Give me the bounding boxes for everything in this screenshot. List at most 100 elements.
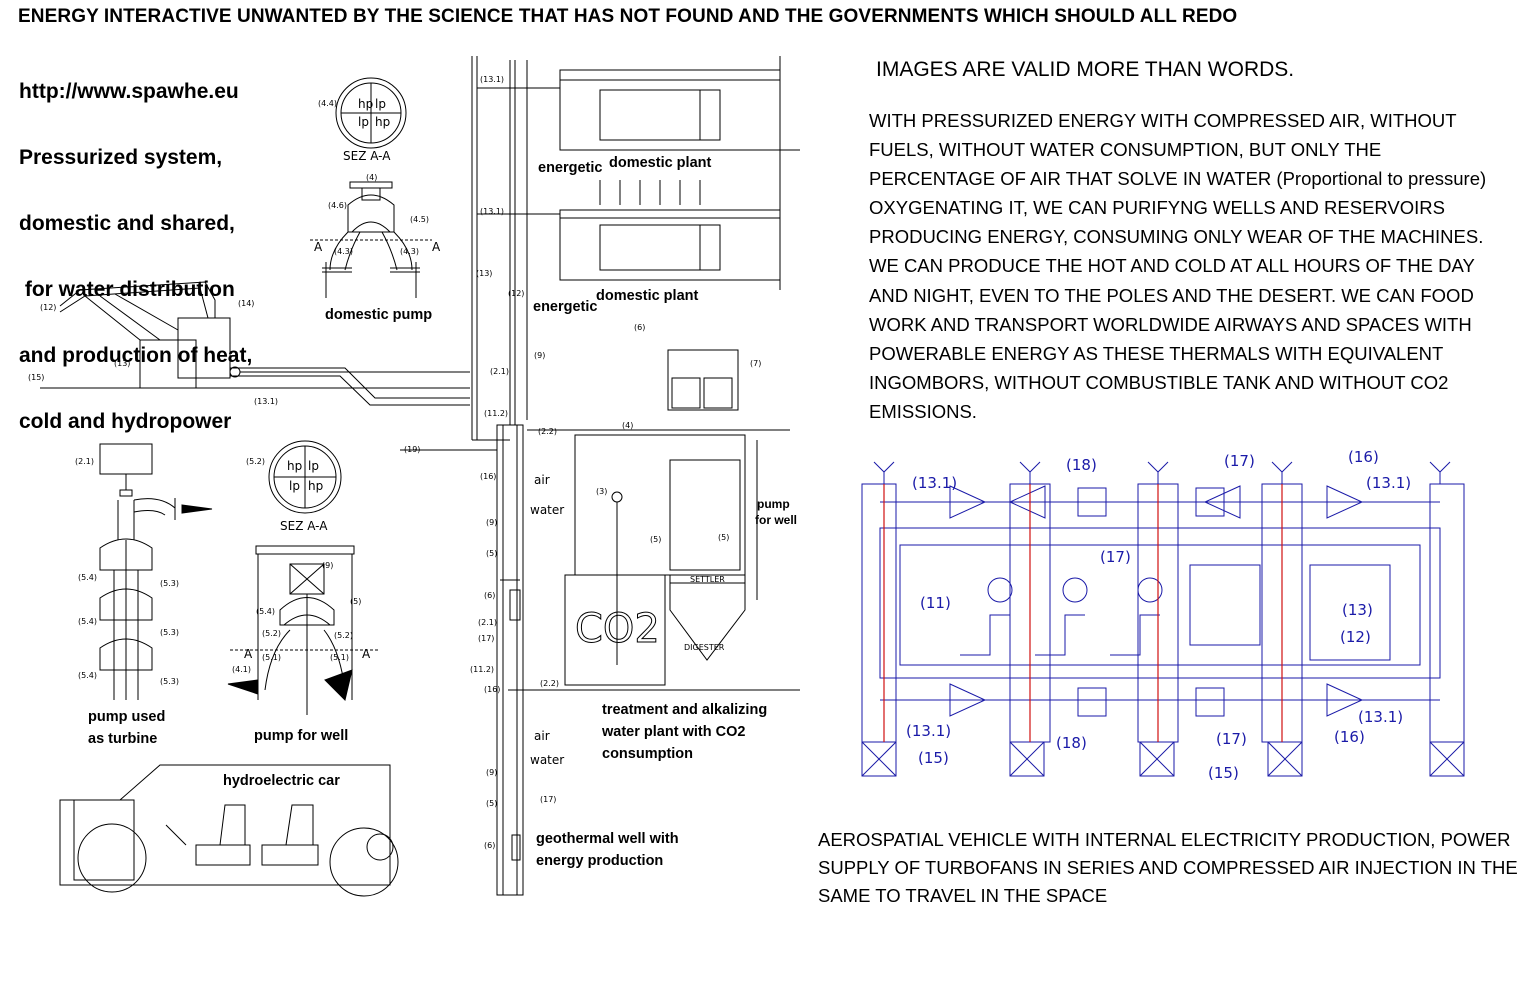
tag: air [534,729,550,743]
tag: (5.3) [160,677,179,686]
tag: (5.2) [246,457,265,466]
label-treatment-3: consumption [602,746,694,762]
tag: (12) [1340,628,1371,646]
tag: (16) [484,685,500,694]
tag: (3) [596,487,607,496]
tag: (9) [322,561,333,570]
tag: (4.3) [400,247,419,256]
hydroelectric-car-drawing [59,764,399,897]
label-domestic-plant-2: domestic plant [596,288,699,304]
tag: (2.1) [478,618,497,627]
treatment-plant-drawing [564,349,758,686]
label-pump-for-well: pump for well [254,728,349,744]
tag: air [534,473,550,487]
tag: A [314,240,323,254]
tag: (13.1) [912,474,957,492]
label-pump-turbine-1: pump used [88,709,166,725]
tag: lp [308,459,319,473]
tag: (4.1) [232,665,251,674]
tag: (4) [622,421,633,430]
tag: hp [375,115,390,129]
geothermal-well-drawing [400,56,800,896]
tag: (5.3) [160,628,179,637]
website-url: http://www.spawhe.eu [19,80,239,103]
tag: (13.1) [254,397,278,406]
tag: SETTLER [690,575,725,584]
tag: (9) [534,351,545,360]
co2-outline-text: CO2 [575,606,660,652]
pump-for-well-drawing [227,545,380,715]
heat-unit-drawing [40,281,470,406]
tag: (17) [1100,548,1131,566]
tag: (16) [480,472,496,481]
tag: water [530,753,564,767]
section-aa-top [335,77,407,149]
tag: (12) [40,303,56,312]
tag: (14) [238,299,254,308]
red-axis-lines [883,484,1283,742]
tag: (5.1) [330,653,349,662]
tag: (19) [404,445,420,454]
domestic-plant-2 [559,180,781,281]
tag: (17) [1216,730,1247,748]
tag: (2.2) [538,427,557,436]
tag: (5.4) [78,671,97,680]
section-aa-middle [268,440,342,514]
tag: (5) [718,533,729,542]
tag: (5.1) [262,653,281,662]
tag: (4.3) [334,247,353,256]
label-treatment-1: treatment and alkalizing [602,702,768,718]
tag: (2.1) [490,367,509,376]
intro-line: and production of heat, [19,344,253,367]
tag: (5.4) [256,607,275,616]
label-energetic-1: energetic [538,160,603,176]
label-geothermal-2: energy production [536,853,664,869]
tag: (5) [486,549,497,558]
tag: water [530,503,564,517]
label-pump-small: pump [757,497,790,511]
tag: (13.1) [1366,474,1411,492]
tag: (4.5) [410,215,429,224]
label-for-well-small: for well [755,513,798,527]
tag: hp [308,479,323,493]
tag: (5.4) [78,573,97,582]
tag: (18) [1056,734,1087,752]
tag: (15) [918,749,949,767]
label-hydroelectric-car: hydroelectric car [223,773,340,789]
tag: A [362,647,371,661]
label-pump-turbine-2: as turbine [88,731,158,747]
tag: (4.4) [318,99,337,108]
tag: lp [375,97,386,111]
domestic-plant-1 [559,69,800,151]
tag: (5.2) [334,631,353,640]
tag: (5.4) [78,617,97,626]
tag: (7) [750,359,761,368]
tag: lp [289,479,300,493]
tag: DIGESTER [684,643,725,652]
tag: (5) [650,535,661,544]
tag: (4) [366,173,377,182]
tag: (16) [1334,728,1365,746]
tag: (15) [1208,764,1239,782]
tag: (13.1) [1358,708,1403,726]
tag: (4.6) [328,201,347,210]
tag: (15) [28,373,44,382]
tag: (2.2) [540,679,559,688]
tag: (17) [478,634,494,643]
tag: (5.2) [262,629,281,638]
tag: A [432,240,441,254]
images-claim: IMAGES ARE VALID MORE THAN WORDS. [876,58,1295,81]
tag: (2.1) [75,457,94,466]
label-domestic-plant-1: domestic plant [609,155,712,171]
intro-line: Pressurized system, [19,146,223,169]
intro-line: cold and hydropower [19,410,232,433]
aerospace-vehicle-drawing [861,461,1465,777]
tag: SEZ A-A [280,519,328,533]
tag: (9) [486,518,497,527]
description-paragraph: WITH PRESSURIZED ENERGY WITH COMPRESSED … [869,110,1487,422]
tag: (6) [484,841,495,850]
tag: lp [358,115,369,129]
label-domestic-pump: domestic pump [325,307,433,323]
label-energetic-2: energetic [533,299,598,315]
